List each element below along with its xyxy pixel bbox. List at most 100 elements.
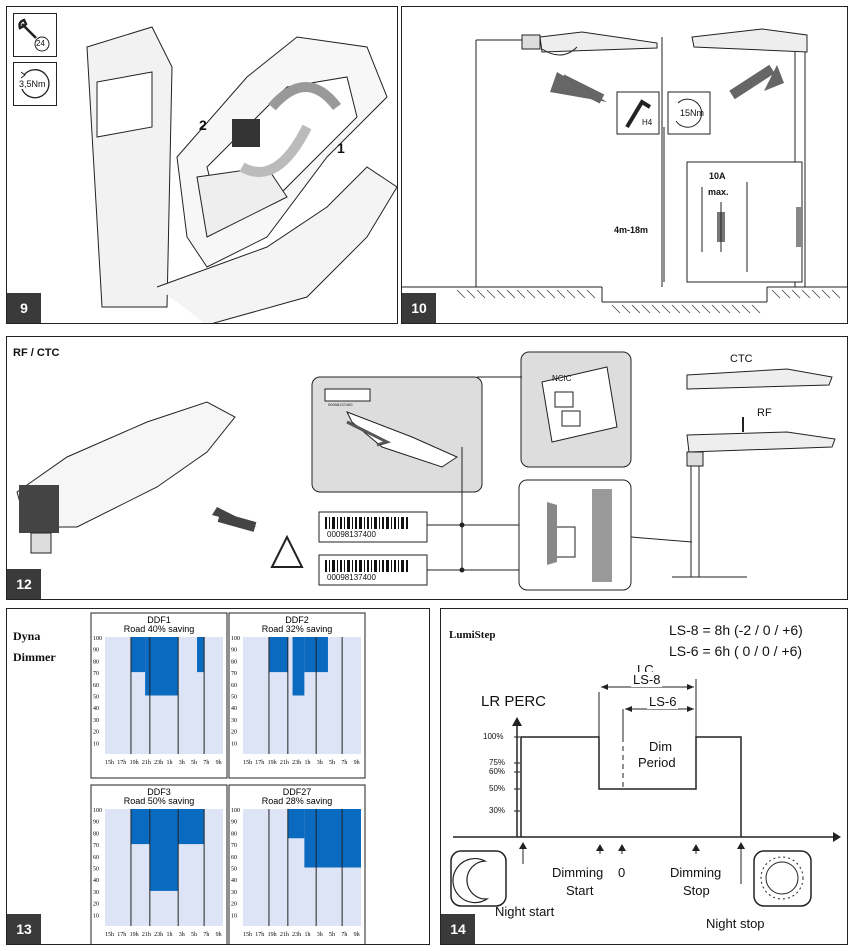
y-tick: 70 [93, 671, 99, 677]
x-tick: 21h [142, 760, 151, 766]
panel-12: RF / CTC [6, 336, 848, 600]
y-tick: 60 [93, 855, 99, 861]
dim-segment [149, 809, 179, 891]
rf-ctc-illustration [16, 351, 836, 591]
x-tick: 21h [280, 760, 289, 766]
x-tick: 7h [203, 760, 209, 766]
dyna-title-line1: Dyna [13, 629, 41, 643]
panel-number: 9 [7, 293, 41, 323]
y-tick: 100 [231, 636, 240, 642]
y-tick: 90 [231, 820, 237, 826]
x-tick: 15h [243, 932, 252, 938]
panel-number: 12 [7, 569, 41, 599]
x-tick: 1h [166, 932, 172, 938]
dim-segment [268, 637, 288, 673]
x-tick: 23h [154, 932, 163, 938]
y-label-50: 50% [489, 784, 506, 793]
x-tick: 9h [354, 932, 360, 938]
y-tick: 40 [231, 706, 237, 712]
chart-title: DDF27 [283, 787, 312, 797]
x-tick: 23h [292, 760, 301, 766]
x-tick: 19h [130, 760, 139, 766]
y-tick: 80 [231, 659, 237, 665]
chart-title: DDF1 [147, 615, 171, 625]
rotate-icon [20, 69, 50, 99]
y-tick: 60 [231, 683, 237, 689]
lr-perc-label: LR PERC [481, 693, 547, 710]
y-tick: 50 [93, 695, 99, 701]
y-tick: 10 [231, 741, 237, 747]
rf-label: RF [757, 407, 772, 419]
y-tick: 20 [93, 730, 99, 736]
y-tick: 30 [93, 718, 99, 724]
y-tick: 40 [231, 878, 237, 884]
x-tick: 21h [280, 932, 289, 938]
chart-subtitle: Road 28% saving [262, 796, 333, 806]
dimming-start-line2: Start [566, 883, 594, 898]
y-tick: 100 [231, 808, 240, 814]
chart-title: DDF3 [147, 787, 171, 797]
dim-segment [145, 637, 179, 696]
x-tick: 1h [304, 760, 310, 766]
y-tick: 40 [93, 878, 99, 884]
x-tick: 3h [317, 760, 323, 766]
chart-subtitle: Road 50% saving [124, 796, 195, 806]
y-tick: 30 [93, 890, 99, 896]
y-tick: 30 [231, 718, 237, 724]
fuse-amp-label: 10A [709, 171, 726, 181]
wrench-icon [18, 18, 50, 52]
barcode-2-text: 00098137400 [327, 573, 376, 582]
y-tick: 20 [93, 902, 99, 908]
sun-icon [765, 861, 799, 895]
chart-subtitle: Road 40% saving [124, 624, 195, 634]
step-1-label: 1 [337, 140, 345, 156]
dim-segment [292, 637, 305, 696]
dim-segment [178, 809, 205, 845]
panel-10: H4 15Nm 10A max. 4m-18m 10 [401, 6, 848, 324]
x-tick: 15h [105, 760, 114, 766]
dimming-stop-line1: Dimming [670, 865, 722, 880]
fuse-max-label: max. [708, 187, 729, 197]
y-tick: 20 [231, 902, 237, 908]
height-label: 4m-18m [614, 225, 649, 235]
y-tick: 70 [231, 843, 237, 849]
tool-size-label: 24 [36, 39, 45, 48]
x-tick: 5h [191, 760, 197, 766]
x-tick: 17h [255, 932, 264, 938]
x-tick: 17h [117, 932, 126, 938]
y-tick: 80 [93, 831, 99, 837]
x-tick: 9h [216, 932, 222, 938]
dim-period-line2: Period [638, 755, 676, 770]
mounting-illustration [402, 28, 847, 314]
panel-title: RF / CTC [13, 347, 60, 359]
x-tick: 19h [268, 932, 277, 938]
dim-segment [130, 637, 146, 673]
panel-number: 10 [402, 293, 436, 323]
y-tick: 80 [93, 659, 99, 665]
panel-number: 13 [7, 914, 41, 944]
y-label-100: 100% [483, 732, 504, 741]
y-tick: 10 [231, 913, 237, 919]
wrench-icon-box: 24 [13, 13, 57, 57]
dimming-start-line1: Dimming [552, 865, 604, 880]
y-tick: 100 [93, 808, 102, 814]
y-tick: 70 [93, 843, 99, 849]
ls6-formula: LS-6 = 6h ( 0 / 0 / +6) [669, 643, 803, 659]
y-tick: 20 [231, 730, 237, 736]
panel-14: LumiStep LS-8 = 8h (-2 / 0 / +6) LS-6 = … [440, 608, 848, 945]
lumistep-title: LumiStep [449, 629, 496, 641]
x-tick: 7h [341, 760, 347, 766]
y-label-30: 30% [489, 806, 506, 815]
moon-icon [452, 858, 490, 904]
y-tick: 40 [93, 706, 99, 712]
dyna-title-line2: Dimmer [13, 650, 56, 664]
x-tick: 21h [142, 932, 151, 938]
dim-segment [304, 637, 317, 673]
ls8-bracket-label: LS-8 [631, 672, 663, 687]
x-tick: 17h [255, 760, 264, 766]
x-tick: 9h [354, 760, 360, 766]
y-tick: 10 [93, 741, 99, 747]
